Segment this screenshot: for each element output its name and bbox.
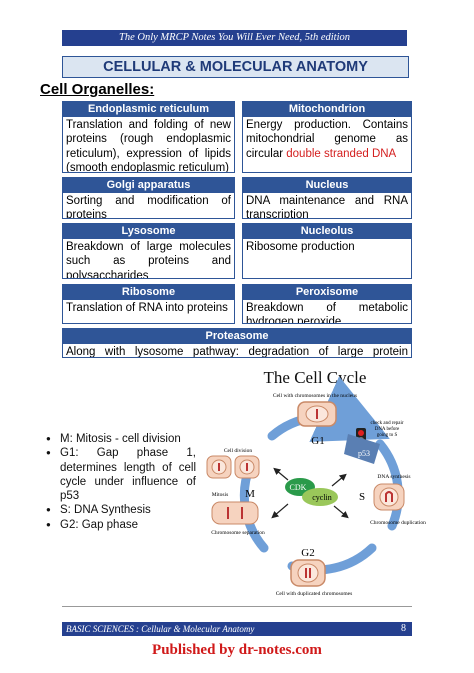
label-mitosis: Mitosis: [212, 492, 229, 498]
cell-cycle-notes: M: Mitosis - cell division G1: Gap phase…: [46, 432, 196, 532]
organelle-name: Proteasome: [63, 329, 411, 344]
organelle-name: Peroxisome: [243, 285, 411, 300]
note-item: G2: Gap phase: [46, 518, 196, 533]
caption-bottom: Cell with duplicated chromosomes: [276, 591, 353, 597]
caption-top: Cell with chromosomes in the nucleus: [273, 393, 357, 399]
dna-synthesis-cell: [373, 483, 405, 511]
p53-tag: [344, 434, 380, 464]
organelle-mitochondrion: Mitochondrion Energy production. Contain…: [242, 101, 412, 173]
organelle-description-text: Energy production. Contains mitochondria…: [246, 119, 408, 160]
arrow-s: [375, 439, 403, 531]
label-dna-synthesis: DNA synthesis: [377, 474, 410, 480]
organelle-name: Nucleolus: [243, 224, 411, 239]
organelle-nucleolus: Nucleolus Ribosome production: [242, 223, 412, 279]
organelle-description: DNA maintenance and RNA transcription: [246, 195, 408, 219]
footer-bar: BASIC SCIENCES : Cellular & Molecular An…: [62, 622, 412, 636]
cell-top: [297, 401, 337, 427]
organelle-description: Translation of RNA into proteins: [66, 302, 228, 314]
organelle-description: Ribosome production: [246, 241, 355, 253]
label-g1: G1: [311, 435, 324, 447]
organelle-description: Translation and folding of new proteins …: [66, 119, 231, 173]
checkpoint-note-2: DNA before: [375, 427, 400, 432]
organelle-name: Ribosome: [63, 285, 234, 300]
label-p53: p53: [358, 449, 370, 458]
organelle-description: Breakdown of metabolic hydrogen peroxide: [246, 302, 408, 324]
organelle-proteasome: Proteasome Along with lysosome pathway: …: [62, 328, 412, 358]
organelle-ribosome: Ribosome Translation of RNA into protein…: [62, 284, 235, 324]
label-cdk: CDK: [290, 483, 307, 492]
organelle-description: Breakdown of large molecules such as pro…: [66, 241, 231, 279]
organelle-er: Endoplasmic reticulum Translation and fo…: [62, 101, 235, 173]
note-item: S: DNA Synthesis: [46, 503, 196, 518]
label-g2: G2: [301, 547, 314, 559]
label-chromosome-separation: Chromosome separation: [211, 530, 265, 536]
highlighted-term: double stranded DNA: [286, 147, 397, 160]
organelle-name: Golgi apparatus: [63, 178, 234, 193]
organelle-nucleus: Nucleus DNA maintenance and RNA transcri…: [242, 177, 412, 219]
checkpoint-note-3: going to S: [377, 433, 398, 438]
cell-cycle-figure: The Cell Cycle Cell with chromosomes in …: [202, 366, 428, 598]
page-title: CELLULAR & MOLECULAR ANATOMY: [62, 56, 409, 78]
organelle-peroxisome: Peroxisome Breakdown of metabolic hydrog…: [242, 284, 412, 324]
cell-division-cells: [206, 455, 260, 479]
organelle-golgi: Golgi apparatus Sorting and modification…: [62, 177, 235, 219]
organelle-description: Along with lysosome pathway: degradation…: [66, 346, 408, 358]
label-s: S: [359, 491, 365, 503]
center-arrows: [271, 467, 349, 519]
note-item: G1: Gap phase 1, determines length of ce…: [46, 446, 196, 503]
footer-divider: [62, 606, 412, 607]
organelle-lysosome: Lysosome Breakdown of large molecules su…: [62, 223, 235, 279]
cell-bottom: [290, 559, 326, 587]
label-m: M: [245, 488, 255, 500]
organelle-description: Energy production. Contains mitochondria…: [243, 117, 411, 161]
cdk-cyclin-complex: [285, 478, 338, 506]
label-cyclin: cyclin: [312, 493, 332, 502]
organelle-name: Lysosome: [63, 224, 234, 239]
mitosis-cell: [211, 501, 259, 525]
checkpoint-note-1: check and repair: [370, 421, 403, 426]
footer-section-title: BASIC SCIENCES : Cellular & Molecular An…: [66, 624, 255, 634]
publisher-credit: Published by dr-notes.com: [152, 642, 322, 658]
organelle-name: Nucleus: [243, 178, 411, 193]
cell-cycle-diagram: Cell with chromosomes in the nucleus G1 …: [206, 376, 426, 597]
page-number: 8: [401, 623, 406, 634]
label-cell-division: Cell division: [224, 448, 253, 454]
organelle-name: Mitochondrion: [243, 102, 411, 117]
section-heading: Cell Organelles:: [40, 81, 155, 98]
organelle-name: Endoplasmic reticulum: [63, 102, 234, 117]
note-item: M: Mitosis - cell division: [46, 432, 196, 447]
book-edition-banner: The Only MRCP Notes You Will Ever Need, …: [62, 30, 407, 46]
label-chromosome-duplication: Chromosome duplication: [370, 520, 426, 526]
organelle-description: Sorting and modification of proteins: [66, 195, 231, 219]
